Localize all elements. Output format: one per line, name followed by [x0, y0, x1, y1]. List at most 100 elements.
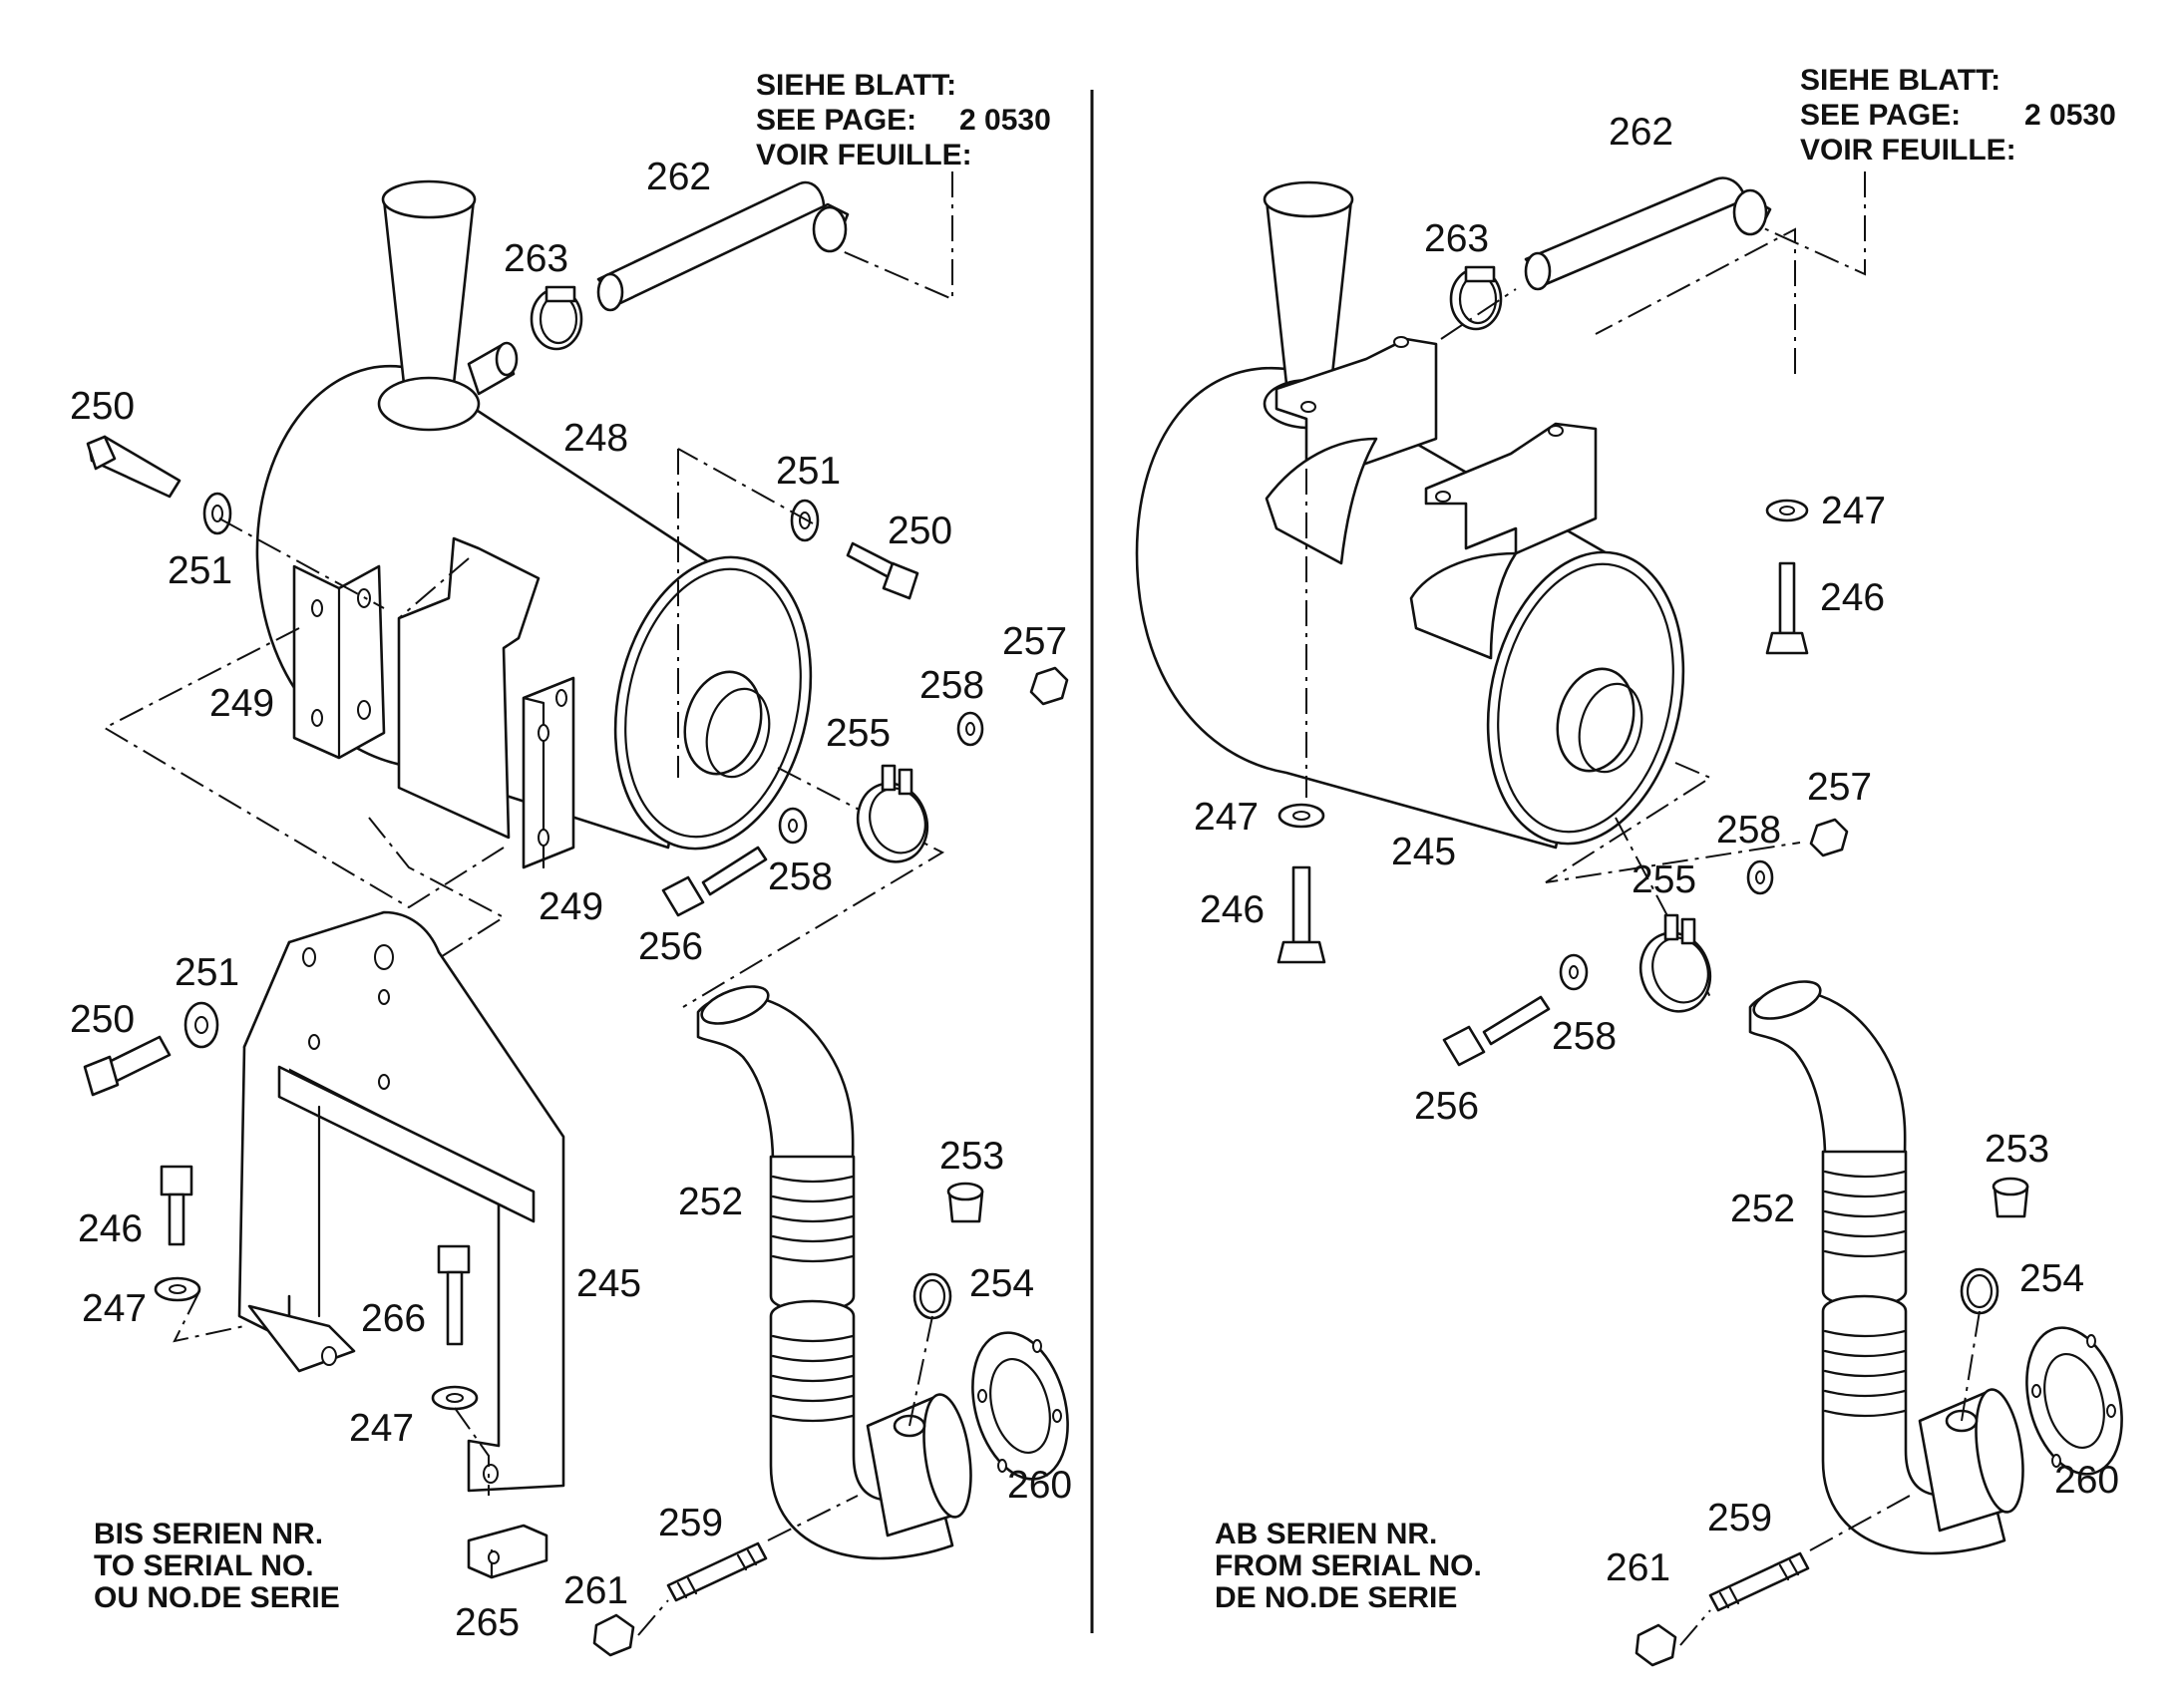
washer-247-b-hole [446, 1393, 464, 1403]
part-label: 246 [1820, 576, 1885, 619]
part-label: 258 [768, 855, 833, 898]
align-line-8 [173, 1290, 245, 1343]
part-label: 252 [678, 1181, 743, 1223]
part-label: 260 [2054, 1459, 2119, 1502]
left-serial-note: BIS SERIEN NR. TO SERIAL NO. OU NO.DE SE… [94, 1518, 340, 1614]
washer-251-a-hole [211, 505, 223, 522]
part-label: 260 [1007, 1464, 1072, 1507]
align-line-5 [368, 817, 506, 978]
muffler-245 [1135, 180, 1685, 850]
part-label: 253 [939, 1135, 1004, 1178]
nut-261 [592, 1613, 635, 1657]
washer-247-right-b-hole [1292, 811, 1310, 821]
see-page-ref: 2 0530 [2024, 99, 2116, 132]
part-label: 246 [78, 1207, 143, 1250]
align-line-9 [454, 1407, 490, 1496]
part-label: 245 [576, 1262, 641, 1305]
bolt-250-c [83, 1035, 172, 1097]
hose-262-right-end-2 [1732, 188, 1768, 236]
see-page-leader [1754, 171, 1866, 276]
part-label: 251 [776, 450, 841, 493]
part-label: 247 [1821, 490, 1886, 532]
clamp-255 [856, 764, 929, 863]
plug-253 [946, 1182, 984, 1223]
align-line-1 [102, 627, 505, 909]
right-part-labels: 262 263 247 246 257 247 258 245 255 246 … [1194, 111, 2119, 1589]
stud-259-right [1708, 1551, 1810, 1612]
part-label: 256 [1414, 1085, 1479, 1128]
hose-clamp-263 [530, 285, 583, 351]
align-line-7 [677, 448, 814, 524]
align-line-r8 [1809, 1495, 1911, 1551]
nut-257-right [1809, 818, 1849, 857]
align-line-6 [218, 517, 385, 609]
seal-254-right-inner [1966, 1273, 1994, 1309]
bracket-middle [397, 536, 541, 840]
part-label: 254 [2019, 1257, 2084, 1300]
washer-258-right-a-hole [1755, 870, 1765, 884]
washer-258-right-b-hole [1569, 965, 1579, 979]
align-line-r3 [1595, 227, 1796, 374]
align-line-r1 [1440, 288, 1517, 340]
hose-clamp-263-right [1449, 265, 1503, 331]
align-line-10 [908, 1315, 933, 1427]
see-page-line-2: SEE PAGE: [1800, 99, 1961, 132]
part-label: 250 [70, 385, 135, 428]
align-line-11 [637, 1599, 669, 1636]
part-label: 258 [919, 664, 984, 707]
align-line-r5 [1615, 817, 1711, 998]
see-page-line-3: VOIR FEUILLE: [756, 139, 972, 171]
hose-262 [596, 180, 850, 306]
washer-251-b-hole [799, 512, 811, 529]
bolt-266 [437, 1244, 471, 1346]
align-line-2 [398, 557, 470, 619]
bolt-250-b [846, 541, 919, 600]
serial-note-line-1: AB SERIEN NR. [1215, 1518, 1437, 1550]
serial-note-line-1: BIS SERIEN NR. [94, 1518, 323, 1550]
part-label: 263 [1424, 217, 1489, 260]
see-page-leader [837, 171, 953, 301]
right-panel: SIEHE BLATT: SEE PAGE: 2 0530 VOIR FEUIL… [1135, 64, 2123, 1667]
bracket-249-b [522, 676, 575, 869]
hose-262-right-end [1524, 251, 1552, 291]
serial-note-line-2: FROM SERIAL NO. [1215, 1549, 1482, 1582]
part-label: 250 [888, 510, 952, 552]
part-label: 259 [1707, 1497, 1772, 1539]
part-label: 265 [455, 1601, 520, 1644]
part-label: 253 [1985, 1128, 2049, 1171]
see-page-line-3: VOIR FEUILLE: [1800, 134, 2016, 167]
part-label: 246 [1200, 888, 1265, 931]
left-part-labels: 262 263 250 248 251 250 251 257 258 249 … [70, 156, 1072, 1644]
part-label: 262 [1609, 111, 1673, 154]
washer-247-a-hole [169, 1284, 186, 1294]
part-label: 249 [539, 885, 603, 928]
part-label: 262 [646, 156, 711, 198]
block-265 [467, 1524, 548, 1579]
see-page-line-1: SIEHE BLATT: [756, 69, 956, 102]
bolt-246-right-a [1765, 561, 1809, 655]
part-label: 247 [82, 1287, 147, 1330]
flange-260-right [2025, 1326, 2123, 1476]
plug-253-right [1992, 1177, 2029, 1218]
washer-251-c-hole [194, 1016, 208, 1034]
right-serial-note: AB SERIEN NR. FROM SERIAL NO. DE NO.DE S… [1215, 1518, 1482, 1614]
part-label: 247 [1194, 796, 1259, 839]
hose-262-end [596, 272, 624, 312]
align-line-r6 [1961, 1310, 1981, 1422]
see-page-line-1: SIEHE BLATT: [1800, 64, 2000, 97]
serial-note-line-3: OU NO.DE SERIE [94, 1581, 340, 1614]
seal-254-inner [918, 1278, 946, 1314]
bolt-246-right-b [1276, 865, 1326, 964]
left-panel: SIEHE BLATT: SEE PAGE: 2 0530 VOIR FEUIL… [70, 69, 1072, 1657]
part-label: 257 [1002, 620, 1067, 663]
hose-262-end-2 [812, 205, 848, 253]
bolt-246-left [160, 1165, 193, 1246]
nut-261-right [1635, 1623, 1677, 1667]
part-label: 256 [638, 925, 703, 968]
part-label: 258 [1552, 1015, 1617, 1058]
part-label: 251 [175, 951, 239, 994]
left-see-page-note: SIEHE BLATT: SEE PAGE: 2 0530 VOIR FEUIL… [756, 69, 1051, 301]
part-label: 255 [826, 712, 891, 755]
flange-260 [971, 1331, 1069, 1481]
part-label: 259 [658, 1502, 723, 1544]
